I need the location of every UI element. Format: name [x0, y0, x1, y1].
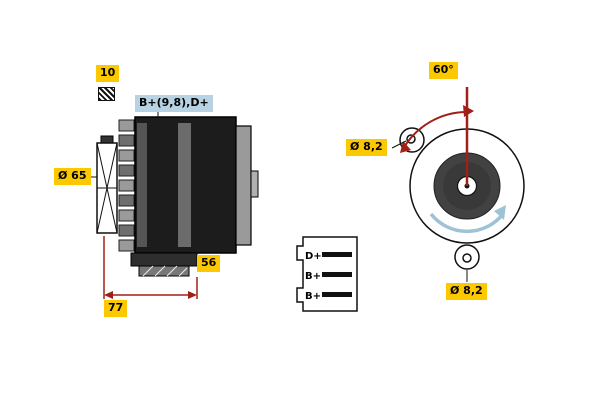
alternator-side-view: [91, 112, 259, 277]
pin-bar-2: [322, 272, 352, 277]
pin-bar-1: [322, 252, 352, 257]
hole-diameter-upper-label: Ø 8,2: [346, 139, 387, 156]
alternator-rear-view: [391, 87, 525, 282]
lug-hole-lower: [462, 253, 472, 263]
arc-arrowhead-top: [463, 105, 474, 117]
pulley-diameter-label: Ø 65: [54, 168, 91, 185]
fan: [118, 119, 135, 252]
mount-angle-label: 60°: [429, 62, 458, 79]
arrowhead-left: [104, 291, 113, 299]
angle-arc: [402, 111, 468, 150]
pin-label-dplus: D+: [305, 251, 322, 262]
pin-label-bplus-1: B+: [305, 271, 321, 282]
hatch-symbol-icon: [98, 87, 115, 101]
belt-width-label: 10: [96, 65, 120, 82]
dimension-lines: [103, 236, 198, 299]
pin-bar-3: [322, 292, 352, 297]
rotation-arrowhead: [494, 205, 506, 220]
terminal-designation-label: B+(9,8),D+: [135, 95, 213, 112]
mount-length-label: 56: [197, 255, 221, 272]
mounting-foot: [130, 252, 198, 277]
arrowhead-right: [188, 291, 197, 299]
upper-hole-leader: [391, 140, 407, 149]
hole-diameter-lower-label: Ø 8,2: [446, 283, 487, 300]
housing: [134, 116, 259, 254]
connector-pinout: D+ B+ B+: [296, 236, 358, 312]
overall-length-label: 77: [104, 300, 128, 317]
rotation-arrow: [429, 212, 505, 234]
pulley: [96, 135, 118, 234]
pin-label-bplus-2: B+: [305, 291, 321, 302]
arc-arrowhead-left: [400, 141, 411, 153]
